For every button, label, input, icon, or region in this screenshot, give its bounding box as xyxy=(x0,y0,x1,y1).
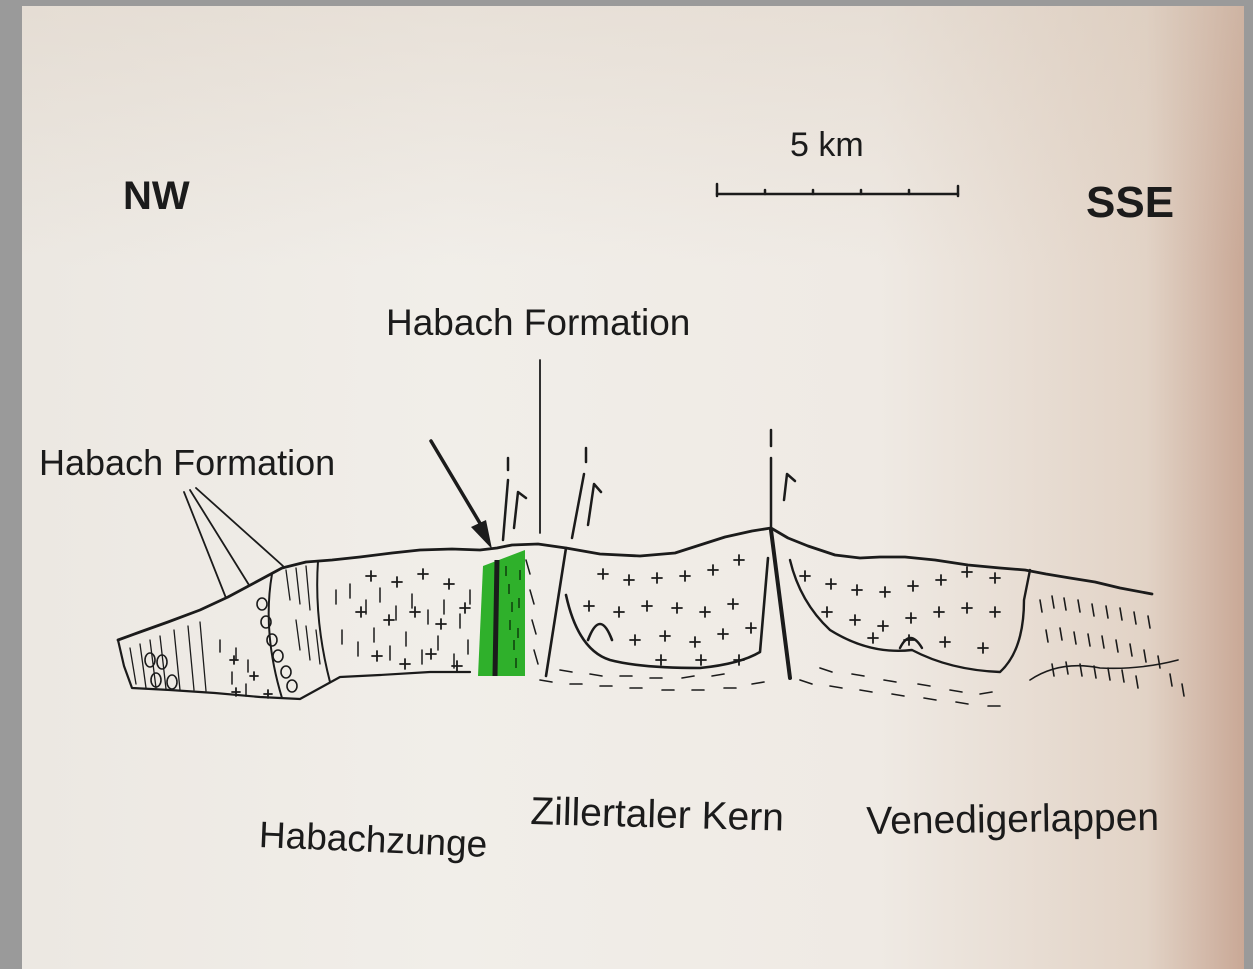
fault-markers xyxy=(503,430,795,540)
scale-bar xyxy=(717,184,958,196)
direction-label-sse: SSE xyxy=(1086,178,1174,228)
arrow xyxy=(431,441,484,530)
habach-formation-highlight xyxy=(478,550,525,676)
section-base xyxy=(118,640,470,699)
schist-basement xyxy=(540,668,1000,706)
direction-label-nw: NW xyxy=(123,174,190,219)
zillertaler-kern-label: Zillertaler Kern xyxy=(530,790,785,841)
habachzunge-boundaries xyxy=(269,561,330,698)
habach-formation-label-left: Habach Formation xyxy=(39,442,335,484)
paper-sheet: NW SSE 5 km Habach Formation Habach Form… xyxy=(22,6,1244,969)
arrow-head xyxy=(471,520,492,549)
conglomerate-pebbles xyxy=(145,598,297,692)
habach-formation-label-top: Habach Formation xyxy=(386,302,690,344)
venediger-boundaries xyxy=(790,560,1030,672)
schist-right xyxy=(1030,596,1184,696)
scale-label: 5 km xyxy=(790,126,864,165)
venedigerlappen-label: Venedigerlappen xyxy=(866,796,1159,844)
topographic-profile xyxy=(118,528,1152,640)
